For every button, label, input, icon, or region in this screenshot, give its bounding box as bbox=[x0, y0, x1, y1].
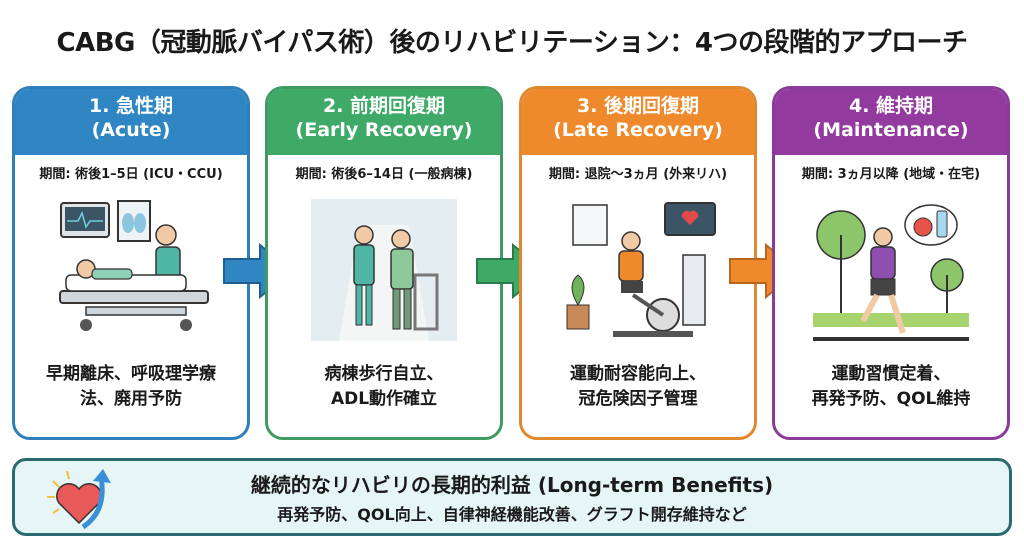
stage-period: 期間: 術後1–5日 (ICU・CCU) bbox=[39, 167, 223, 182]
stage-english: (Maintenance) bbox=[813, 118, 969, 141]
exercise-bike-illustration bbox=[522, 190, 754, 350]
stage-header: 2. 前期回復期 (Early Recovery) bbox=[268, 89, 500, 155]
stage-period: 期間: 3ヵ月以降 (地域・在宅) bbox=[801, 167, 981, 182]
stage-description: 運動耐容能向上、 冠危険因子管理 bbox=[522, 350, 754, 411]
desc-line: ADL動作確立 bbox=[330, 388, 438, 409]
desc-line: 法、廃用予防 bbox=[80, 388, 182, 409]
stage-card-maintenance: 4. 維持期 (Maintenance) 期間: 3ヵ月以降 (地域・在宅) 運… bbox=[772, 86, 1010, 440]
heart-arrow-icon bbox=[47, 469, 111, 530]
icu-bed-illustration bbox=[15, 190, 247, 350]
stage-period: 期間: 術後6–14日 (一般病棟) bbox=[295, 167, 473, 182]
stage-description: 早期離床、呼吸理学療 法、廃用予防 bbox=[15, 350, 247, 411]
desc-line: 運動耐容能向上、 bbox=[570, 364, 706, 384]
long-term-benefits-banner: 継続的なリハビリの長期的利益 (Long-term Benefits) 再発予防… bbox=[12, 458, 1012, 536]
stage-title: 3. 後期回復期 bbox=[576, 95, 700, 117]
benefits-title: 継続的なリハビリの長期的利益 (Long-term Benefits) bbox=[250, 473, 774, 497]
jogging-park-illustration bbox=[775, 190, 1007, 350]
stage-english: (Acute) bbox=[91, 118, 171, 141]
stage-english: (Late Recovery) bbox=[553, 118, 723, 141]
stage-card-acute: 1. 急性期 (Acute) 期間: 術後1–5日 (ICU・CCU) 早期離床… bbox=[12, 86, 250, 440]
stage-header: 1. 急性期 (Acute) bbox=[15, 89, 247, 155]
stage-title: 1. 急性期 bbox=[88, 95, 174, 117]
stage-header: 4. 維持期 (Maintenance) bbox=[775, 89, 1007, 155]
page-title: CABG（冠動脈バイパス術）後のリハビリテーション：4つの段階的アプローチ bbox=[56, 28, 968, 58]
stage-title: 2. 前期回復期 bbox=[322, 95, 446, 117]
benefits-subtitle: 再発予防、QOL向上、自律神経機能改善、グラフト開存維持など bbox=[277, 505, 747, 524]
stage-english: (Early Recovery) bbox=[295, 118, 473, 141]
desc-line: 再発予防、QOL維持 bbox=[811, 388, 971, 409]
desc-line: 冠危険因子管理 bbox=[578, 388, 698, 409]
stage-description: 運動習慣定着、 再発予防、QOL維持 bbox=[775, 350, 1007, 411]
stage-header: 3. 後期回復期 (Late Recovery) bbox=[522, 89, 754, 155]
walker-hallway-illustration bbox=[268, 190, 500, 350]
desc-line: 病棟歩行自立、 bbox=[324, 364, 444, 384]
stage-period: 期間: 退院〜3ヵ月 (外来リハ) bbox=[548, 167, 728, 182]
desc-line: 早期離床、呼吸理学療 bbox=[46, 364, 216, 384]
stage-card-early-recovery: 2. 前期回復期 (Early Recovery) 期間: 術後6–14日 (一… bbox=[265, 86, 503, 440]
stage-card-late-recovery: 3. 後期回復期 (Late Recovery) 期間: 退院〜3ヵ月 (外来リ… bbox=[519, 86, 757, 440]
stage-title: 4. 維持期 bbox=[848, 95, 934, 117]
stage-description: 病棟歩行自立、 ADL動作確立 bbox=[268, 350, 500, 411]
desc-line: 運動習慣定着、 bbox=[831, 364, 951, 384]
